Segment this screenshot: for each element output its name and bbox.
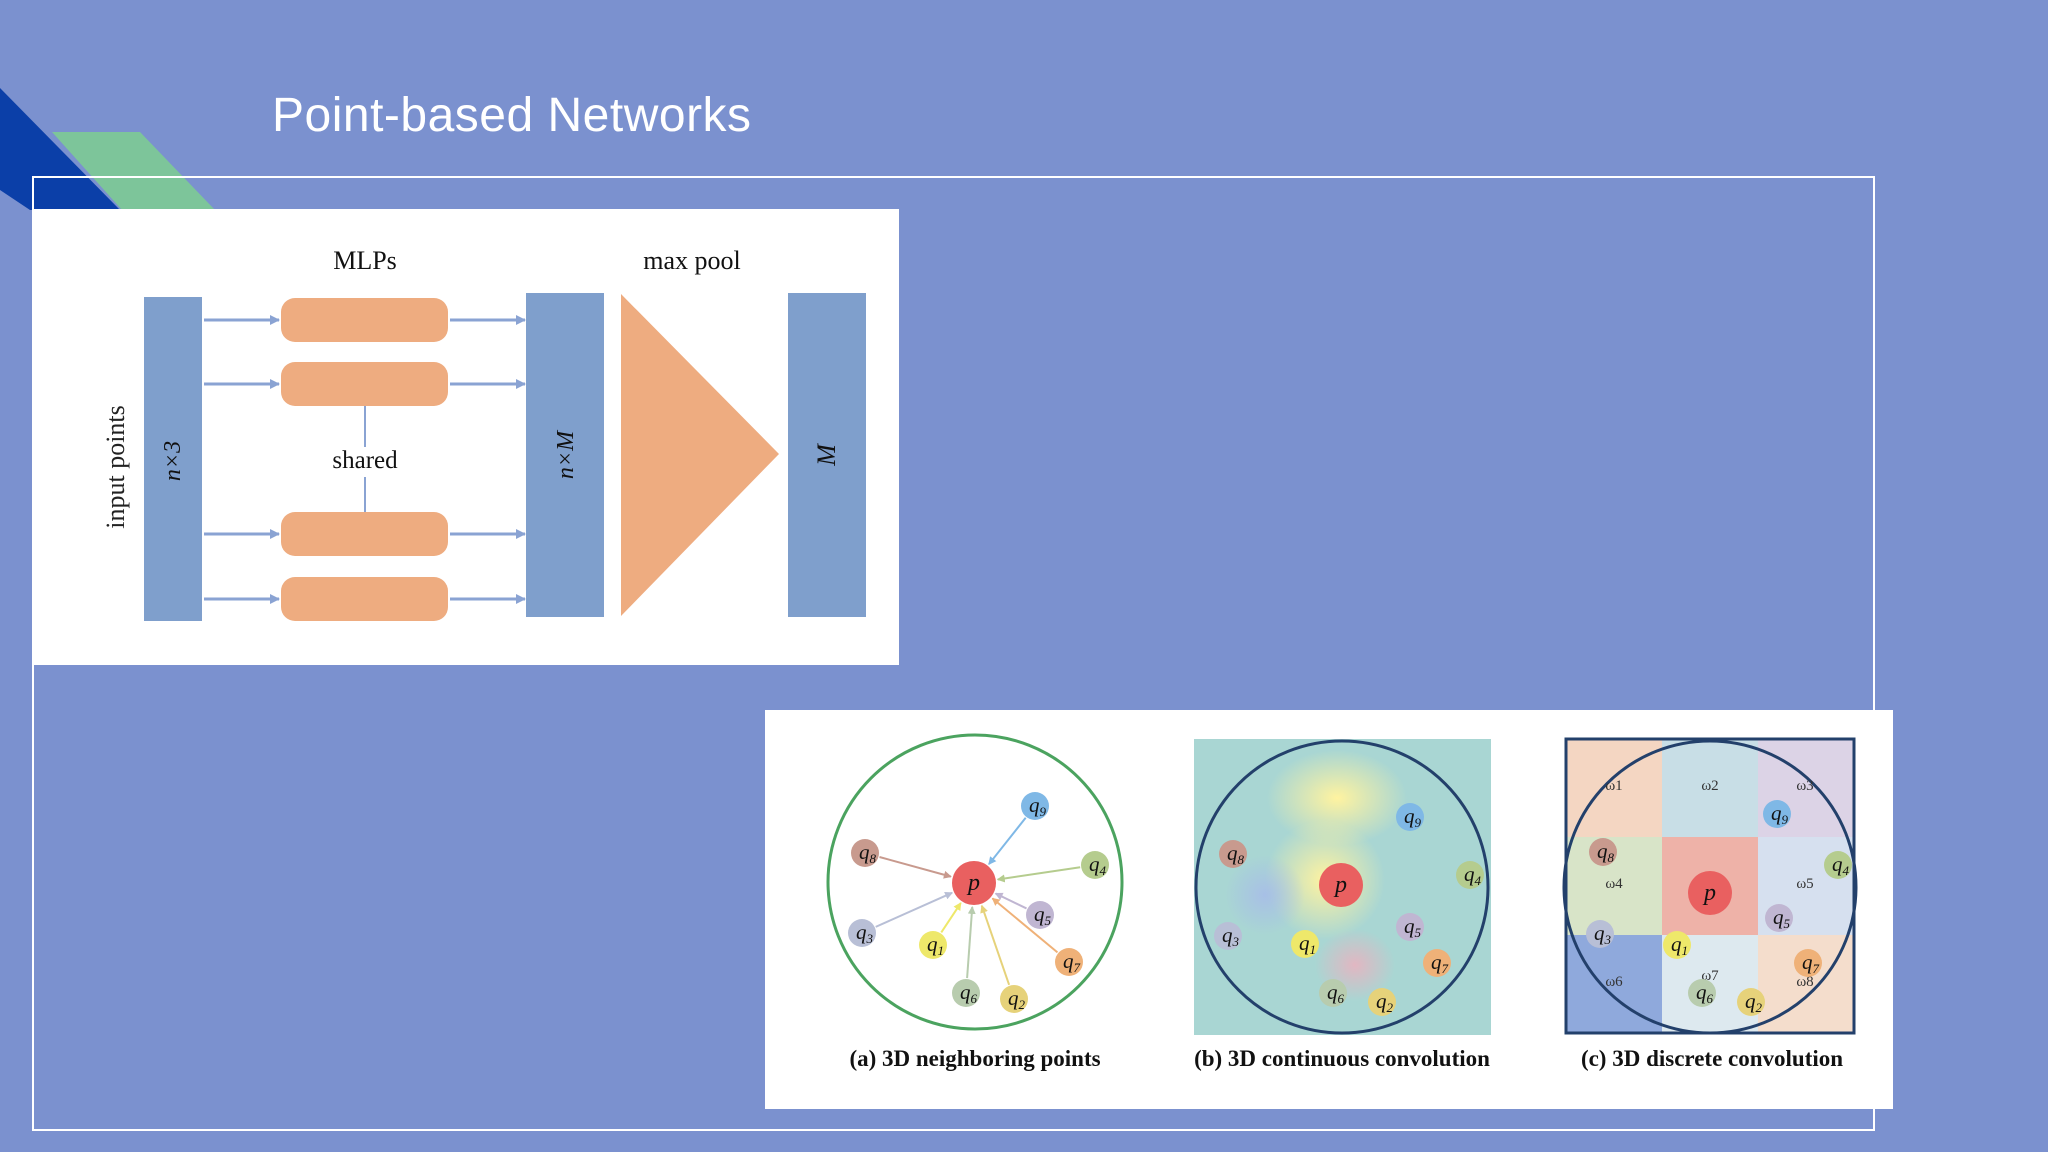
caption-neighboring-points: (a) 3D neighboring points — [849, 1046, 1100, 1071]
maxpool-triangle — [621, 294, 779, 616]
field-glow-yellow — [1267, 750, 1407, 846]
pointnet-svg: input points n×3 MLPs shared n×M max poo… — [101, 246, 866, 621]
neighbor-point-q9 — [1396, 803, 1424, 831]
slide-title: Point-based Networks — [272, 89, 752, 142]
weight-label: ω1 — [1605, 778, 1622, 794]
neighbor-point-q8 — [1219, 840, 1247, 868]
neighbor-point-q6 — [1688, 979, 1716, 1007]
corner-stripe-green — [52, 132, 215, 210]
neighbor-point-q1 — [1663, 931, 1691, 959]
neighbor-point-q2 — [1737, 988, 1765, 1016]
neighbor-point-q4 — [1824, 851, 1852, 879]
mlp-block-3 — [281, 512, 448, 556]
feature-block — [526, 293, 604, 617]
corner-stripe-blue — [0, 88, 120, 210]
weight-label: ω3 — [1796, 778, 1813, 794]
neighbor-point-q3 — [1214, 922, 1242, 950]
neighbor-point-q8 — [1589, 838, 1617, 866]
weight-label: ω4 — [1605, 876, 1623, 892]
input-block-label: n×3 — [160, 441, 186, 481]
edge-q8-to-p — [879, 856, 952, 879]
neighbor-point-q7 — [1423, 949, 1451, 977]
neighbor-point-q6 — [1319, 979, 1347, 1007]
center-point-p — [1688, 871, 1732, 915]
neighbor-point-q5 — [1765, 904, 1793, 932]
mlps-label: MLPs — [333, 246, 397, 275]
edge-q1-to-p — [940, 902, 962, 934]
edge-q9-to-p — [988, 817, 1027, 865]
mlp-block-4 — [281, 577, 448, 621]
field-glow-blue — [1225, 855, 1305, 935]
weight-label: ω5 — [1796, 876, 1813, 892]
weight-label: ω6 — [1605, 974, 1623, 990]
weight-label: ω8 — [1796, 974, 1813, 990]
edge-q6-to-p — [966, 905, 976, 979]
input-points-label: input points — [101, 405, 130, 529]
neighbor-point-q9 — [1763, 800, 1791, 828]
caption-discrete-convolution: (c) 3D discrete convolution — [1581, 1046, 1843, 1071]
neighbor-point-q7 — [1794, 949, 1822, 977]
neighbor-point-q3 — [848, 919, 876, 947]
edge-q2-to-p — [980, 904, 1011, 986]
neighbor-point-q1 — [919, 931, 947, 959]
output-block-label: M — [812, 443, 841, 467]
neighbor-point-q8 — [851, 839, 879, 867]
caption-continuous-convolution: (b) 3D continuous convolution — [1194, 1046, 1490, 1071]
edge-q5-to-p — [994, 892, 1027, 910]
weight-label: ω2 — [1701, 778, 1718, 794]
neighbor-point-q9 — [1021, 792, 1049, 820]
edge-q7-to-p — [991, 897, 1059, 954]
input-block — [144, 297, 202, 621]
mlp-block-2 — [281, 362, 448, 406]
neighbor-point-q3 — [1586, 920, 1614, 948]
neighbor-point-q2 — [1000, 985, 1028, 1013]
mlp-block-1 — [281, 298, 448, 342]
output-block — [788, 293, 866, 617]
neighborhood-circle-b — [1194, 739, 1490, 1035]
neighbor-point-q2 — [1368, 988, 1396, 1016]
center-label-p: p — [1702, 880, 1716, 906]
center-point-p — [1319, 863, 1363, 907]
neighbor-point-q6 — [952, 979, 980, 1007]
neighbor-point-q5 — [1026, 901, 1054, 929]
center-label-p: p — [966, 870, 980, 896]
center-point-p — [952, 861, 996, 905]
center-label-p: p — [1333, 872, 1347, 898]
neighbor-point-q4 — [1081, 851, 1109, 879]
neighbor-point-q7 — [1055, 948, 1083, 976]
neighbor-point-q4 — [1456, 861, 1484, 889]
neighborhood-circle-c — [1562, 739, 1858, 1035]
edge-q4-to-p — [996, 866, 1081, 883]
neighbor-point-q5 — [1396, 913, 1424, 941]
maxpool-label: max pool — [643, 246, 741, 275]
neighbor-point-q1 — [1291, 930, 1319, 958]
shared-label: shared — [332, 447, 398, 474]
pointnet-diagram: input points n×3 MLPs shared n×M max poo… — [32, 209, 899, 665]
feature-block-label: n×M — [553, 429, 579, 479]
edge-q3-to-p — [875, 891, 953, 928]
corner-decoration — [0, 88, 215, 210]
